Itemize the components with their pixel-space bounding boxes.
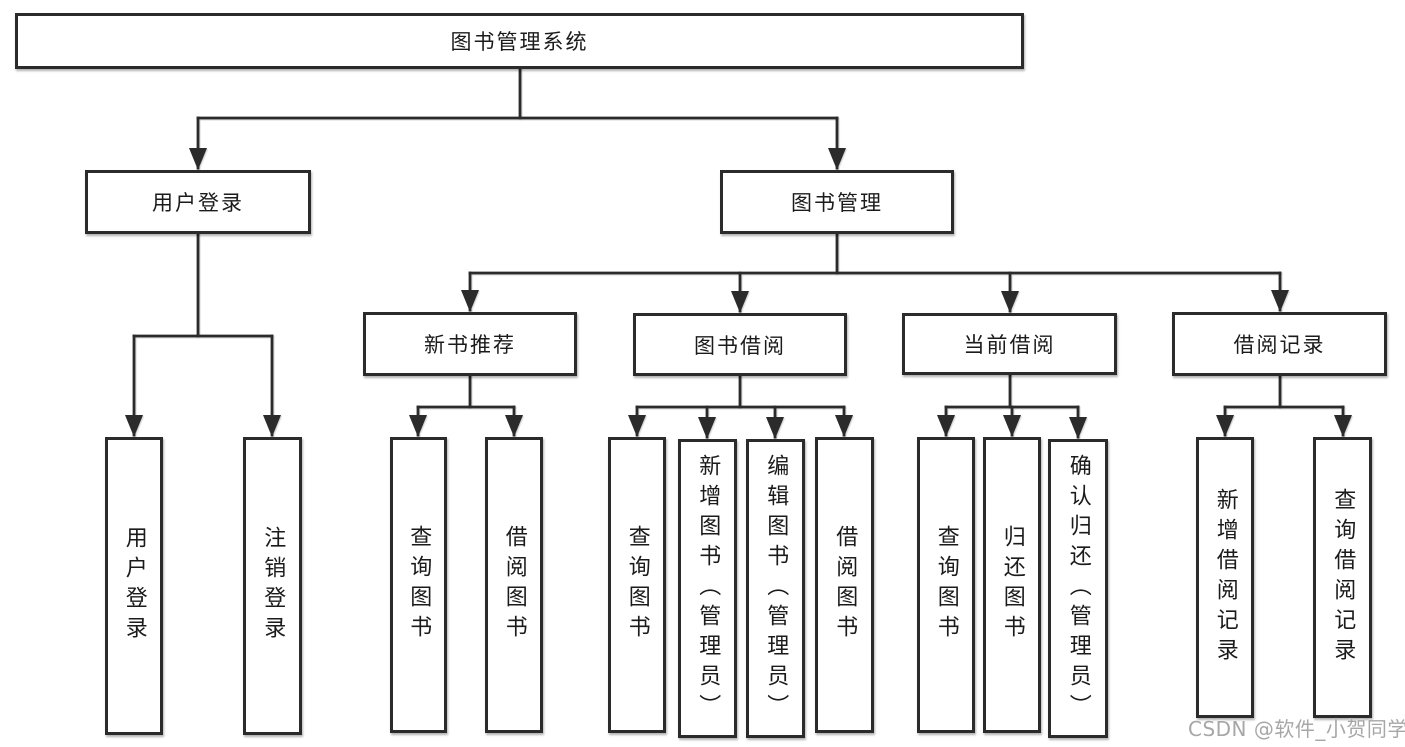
leaf-return-book: 归还图书 xyxy=(983,437,1041,733)
node-label: 借阅记录 xyxy=(1233,333,1326,357)
node-label: 图书管理 xyxy=(791,191,883,215)
node-label: 当前借阅 xyxy=(963,333,1056,357)
leaf-add-borrow-record: 新增借阅记录 xyxy=(1196,437,1254,718)
node-label: 图书借阅 xyxy=(694,333,786,358)
leaf-query-books-borrow: 查询图书 xyxy=(608,437,666,733)
leaf-query-borrow-record: 查询借阅记录 xyxy=(1313,437,1372,718)
leaf-edit-book-admin: 编辑图书（管理员） xyxy=(746,439,805,738)
node-current-borrow: 当前借阅 xyxy=(902,313,1117,375)
node-label: 借阅图书 xyxy=(832,525,858,645)
node-book-management: 图书管理 xyxy=(720,170,954,234)
node-label: 借阅图书 xyxy=(501,525,527,645)
node-borrow-records: 借阅记录 xyxy=(1172,312,1387,376)
node-user-login: 用户登录 xyxy=(85,170,311,234)
node-label: 查询借阅记录 xyxy=(1330,487,1356,668)
leaf-borrow-books: 借阅图书 xyxy=(815,437,874,733)
leaf-logout: 注销登录 xyxy=(243,437,302,735)
node-label: 新增借阅记录 xyxy=(1212,487,1238,668)
leaf-confirm-return-admin: 确认归还（管理员） xyxy=(1048,439,1108,738)
node-label: 图书管理系统 xyxy=(450,30,589,54)
node-label: 新增图书（管理员） xyxy=(695,453,721,724)
node-label: 新书推荐 xyxy=(424,333,516,357)
node-new-book-recommend: 新书推荐 xyxy=(363,312,577,376)
node-label: 确认归还（管理员） xyxy=(1065,453,1091,724)
node-library-system-root: 图书管理系统 xyxy=(15,13,1024,69)
leaf-user-login: 用户登录 xyxy=(105,437,163,735)
node-label: 编辑图书（管理员） xyxy=(763,453,789,724)
leaf-query-books-recommend: 查询图书 xyxy=(390,437,447,733)
leaf-add-book-admin: 新增图书（管理员） xyxy=(678,439,737,738)
leaf-query-books-current: 查询图书 xyxy=(917,437,975,733)
node-label: 注销登录 xyxy=(260,526,286,646)
node-label: 用户登录 xyxy=(121,526,147,646)
csdn-watermark: CSDN @软件_小贺同学 xyxy=(1188,717,1405,741)
node-label: 查询图书 xyxy=(933,525,959,645)
node-label: 归还图书 xyxy=(999,525,1025,645)
leaf-borrow-books-recommend: 借阅图书 xyxy=(485,437,543,733)
node-label: 用户登录 xyxy=(152,191,244,215)
node-book-borrow: 图书借阅 xyxy=(633,313,847,376)
node-label: 查询图书 xyxy=(624,525,650,645)
node-label: 查询图书 xyxy=(406,525,432,645)
